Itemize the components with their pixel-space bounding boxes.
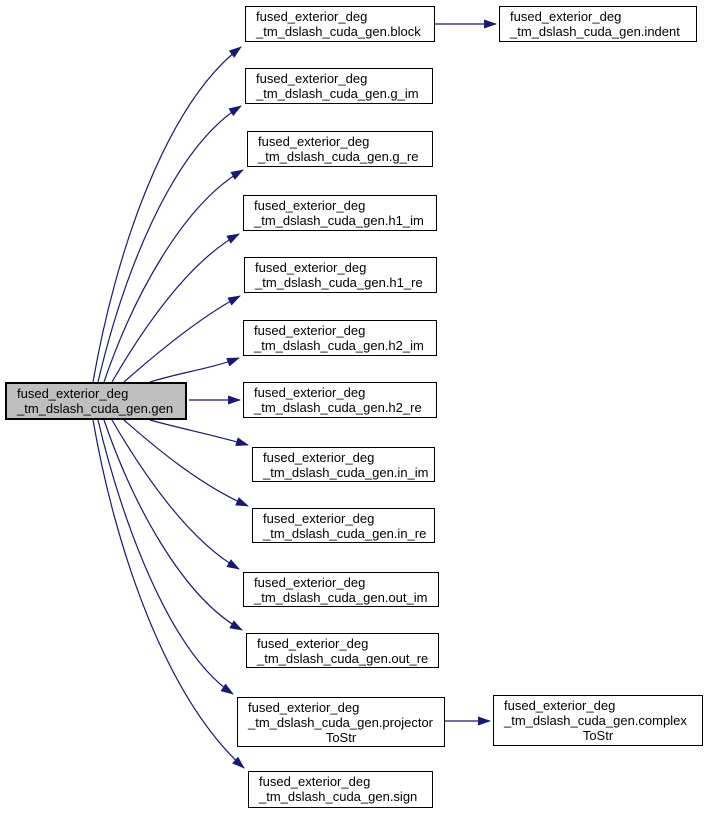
edge-gen-g_re [103,169,244,383]
node-sign-label-line1: fused_exterior_deg [259,774,371,789]
edge-gen-h2_im [149,357,240,383]
node-g_im-label-line2: _tm_dslash_cuda_gen.g_im [256,86,419,101]
edge-gen-out_re [103,419,243,631]
node-h2_re-label-line1: fused_exterior_deg [254,385,366,400]
node-gen-label-line1: fused_exterior_deg [17,386,129,401]
node-g_im-label-line1: fused_exterior_deg [256,71,368,86]
node-h2_re[interactable]: fused_exterior_deg _tm_dslash_cuda_gen.h… [243,382,437,418]
node-in_im-label-line1: fused_exterior_deg [263,450,375,465]
node-out_im[interactable]: fused_exterior_deg _tm_dslash_cuda_gen.o… [243,572,439,607]
edge-gen-sign [92,419,245,769]
node-sign-label-line2: _tm_dslash_cuda_gen.sign [259,789,418,804]
node-block-label-line2: _tm_dslash_cuda_gen.block [256,24,421,39]
node-h1_im[interactable]: fused_exterior_deg _tm_dslash_cuda_gen.h… [243,195,437,231]
node-in_re-label-line1: fused_exterior_deg [263,511,375,526]
node-projectorToStr-label-line2: _tm_dslash_cuda_gen.projector [248,715,434,730]
node-g_im[interactable]: fused_exterior_deg _tm_dslash_cuda_gen.g… [245,68,433,104]
node-gen: fused_exterior_deg _tm_dslash_cuda_gen.g… [5,382,187,420]
node-projectorToStr[interactable]: fused_exterior_deg _tm_dslash_cuda_gen.p… [237,697,445,747]
edge-gen-in_im [149,419,249,446]
node-g_re-label-line1: fused_exterior_deg [258,134,370,149]
edge-gen-in_re [123,419,249,507]
node-g_re-label-line2: _tm_dslash_cuda_gen.g_re [258,149,419,164]
node-out_im-label-line1: fused_exterior_deg [254,575,366,590]
node-block-label-line1: fused_exterior_deg [256,9,368,24]
edge-gen-out_im [111,419,240,570]
node-h2_im-label-line1: fused_exterior_deg [254,323,366,338]
node-in_im-label-line2: _tm_dslash_cuda_gen.in_im [263,465,429,480]
node-indent-label-line2: _tm_dslash_cuda_gen.indent [510,24,680,39]
edge-gen-g_im [97,105,242,383]
node-complexToStr-label-line1: fused_exterior_deg [504,698,616,713]
edge-gen-h1_re [123,295,241,383]
edge-gen-block [92,46,242,383]
node-h1_re-label-line2: _tm_dslash_cuda_gen.h1_re [255,275,423,290]
node-in_re[interactable]: fused_exterior_deg _tm_dslash_cuda_gen.i… [252,508,435,543]
node-indent-label-line1: fused_exterior_deg [510,9,622,24]
node-complexToStr[interactable]: fused_exterior_deg _tm_dslash_cuda_gen.c… [493,695,703,746]
node-h2_im-label-line2: _tm_dslash_cuda_gen.h2_im [254,338,424,353]
node-block[interactable]: fused_exterior_deg _tm_dslash_cuda_gen.b… [245,6,435,42]
node-complexToStr-label-line3: ToStr [582,728,614,743]
node-out_im-label-line2: _tm_dslash_cuda_gen.out_im [254,590,428,605]
node-h2_re-label-line2: _tm_dslash_cuda_gen.h2_re [254,400,422,415]
node-out_re-label-line1: fused_exterior_deg [257,636,369,651]
node-g_re[interactable]: fused_exterior_deg _tm_dslash_cuda_gen.g… [247,131,433,167]
node-projectorToStr-label-line3: ToStr [325,730,357,745]
node-h1_re-label-line1: fused_exterior_deg [255,260,367,275]
node-h1_im-label-line2: _tm_dslash_cuda_gen.h1_im [254,213,424,228]
edge-gen-projectorToStr [97,419,234,695]
node-indent[interactable]: fused_exterior_deg _tm_dslash_cuda_gen.i… [499,6,697,42]
node-h1_im-label-line1: fused_exterior_deg [254,198,366,213]
node-projectorToStr-label-line1: fused_exterior_deg [248,700,360,715]
node-in_im[interactable]: fused_exterior_deg _tm_dslash_cuda_gen.i… [252,447,435,482]
node-in_re-label-line2: _tm_dslash_cuda_gen.in_re [263,526,427,541]
node-complexToStr-label-line2: _tm_dslash_cuda_gen.complex [504,713,687,728]
node-gen-label-line2: _tm_dslash_cuda_gen.gen [17,401,174,416]
node-h2_im[interactable]: fused_exterior_deg _tm_dslash_cuda_gen.h… [243,320,437,356]
node-out_re[interactable]: fused_exterior_deg _tm_dslash_cuda_gen.o… [246,633,439,668]
node-sign[interactable]: fused_exterior_deg _tm_dslash_cuda_gen.s… [248,771,433,808]
node-h1_re[interactable]: fused_exterior_deg _tm_dslash_cuda_gen.h… [244,257,437,293]
node-out_re-label-line2: _tm_dslash_cuda_gen.out_re [257,651,429,666]
edge-gen-h1_im [111,233,240,383]
